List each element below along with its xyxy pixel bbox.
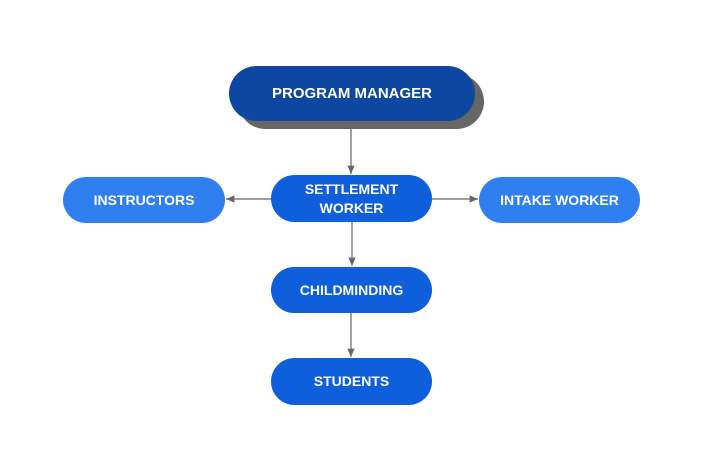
node-childminding[interactable]: CHILDMINDING [271, 267, 432, 313]
node-label: INSTRUCTORS [93, 191, 195, 208]
node-program-manager[interactable]: PROGRAM MANAGER [229, 66, 475, 121]
node-label-line1: SETTLEMENT [304, 180, 399, 197]
node-label: STUDENTS [313, 373, 390, 389]
node-settlement-worker[interactable]: SETTLEMENT WORKER [271, 175, 432, 222]
node-students[interactable]: STUDENTS [271, 358, 432, 405]
node-label: CHILDMINDING [299, 281, 404, 298]
node-label: INTAKE WORKER [500, 191, 619, 208]
node-intake-worker[interactable]: INTAKE WORKER [479, 177, 640, 223]
node-instructors[interactable]: INSTRUCTORS [63, 177, 225, 223]
node-label-line2: WORKER [319, 199, 384, 216]
node-label: PROGRAM MANAGER [272, 85, 432, 102]
